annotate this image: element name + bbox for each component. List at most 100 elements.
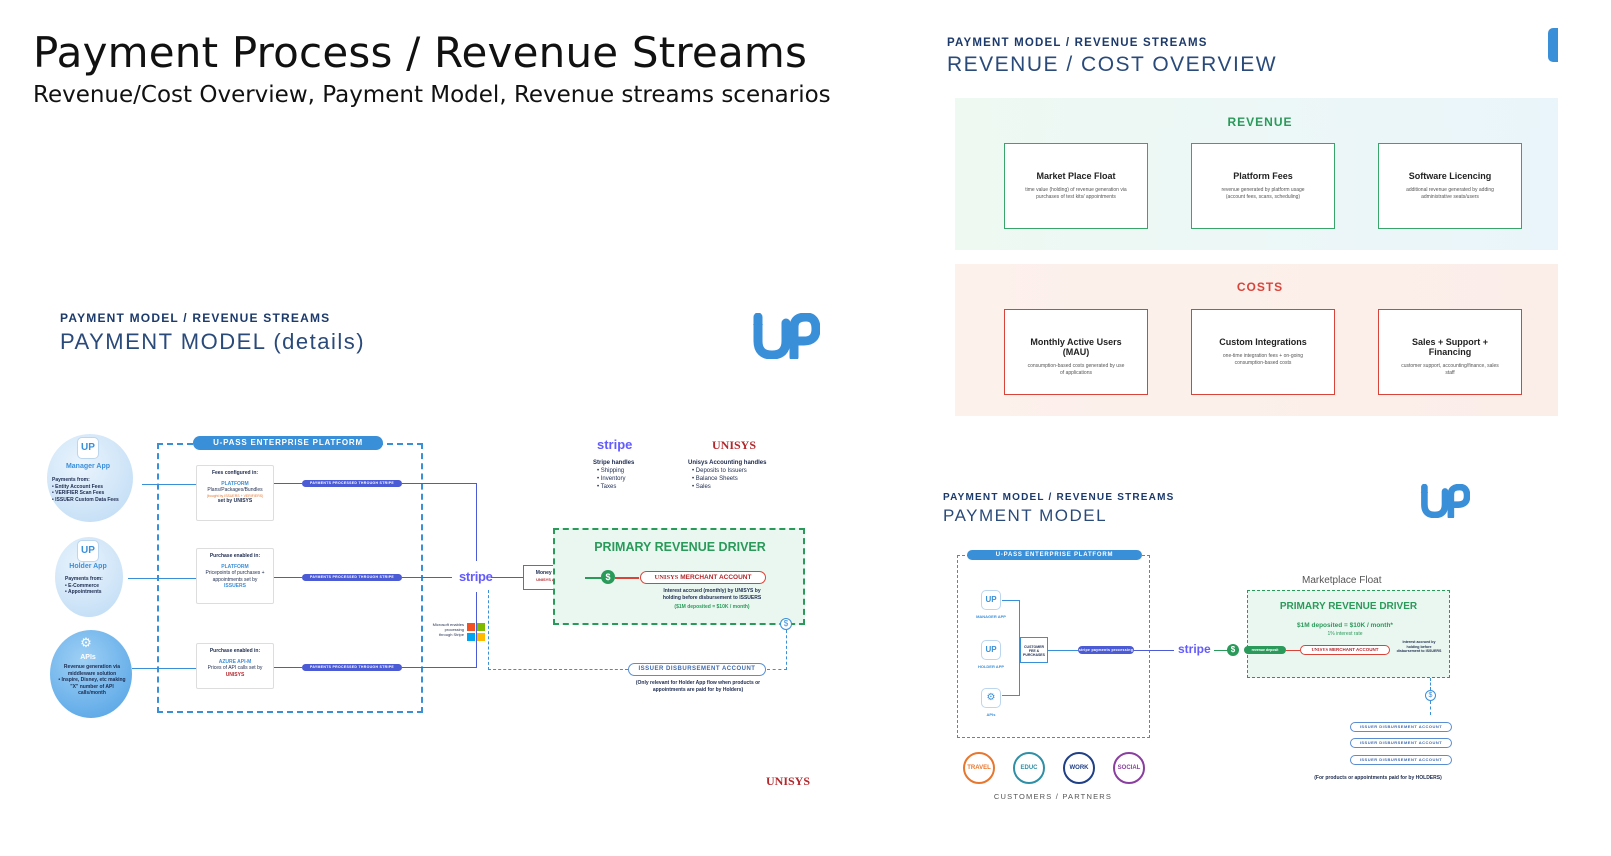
connector-line [1430, 701, 1431, 715]
deposit-note: ($1M deposited = $10K / month) [674, 604, 750, 610]
cost-box-desc: one-time integration fees + on-going con… [1222, 353, 1304, 366]
interest-rate: 1% interest rate [1327, 631, 1363, 637]
issuer-disbursement-account: ISSUER DISBURSEMENT ACCOUNT [1350, 738, 1452, 748]
marketplace-float-label: Marketplace Float [1302, 575, 1382, 586]
payments-bar: PAYMENTS PROCESSED THROUGH STRIPE [302, 574, 402, 581]
cost-box-title: Custom Integrations [1219, 337, 1307, 347]
model-primary-driver-box [1247, 590, 1450, 678]
cost-box-title: Monthly Active Users (MAU) [1030, 337, 1122, 357]
holder-app-name: Holder App [69, 563, 107, 570]
up-app-icon: UP [77, 540, 99, 562]
dollar-icon: $ [780, 618, 792, 630]
connector-line [476, 592, 477, 668]
customers-partners-label: CUSTOMERS / PARTNERS [993, 792, 1113, 801]
stripe-logo: stripe [597, 437, 633, 452]
payments-bar: PAYMENTS PROCESSED THROUGH STRIPE [302, 664, 402, 671]
connector-line [274, 667, 302, 668]
up-logo-icon [753, 313, 820, 359]
segment-social: SOCIAL [1113, 752, 1145, 784]
connector-line [402, 577, 452, 578]
issuer-disbursement-account: ISSUER DISBURSEMENT ACCOUNT [1350, 722, 1452, 732]
cost-box-mau: Monthly Active Users (MAU) consumption-b… [1004, 309, 1148, 395]
revenue-box-title: Software Licencing [1408, 171, 1492, 181]
model-platform-label: U-PASS ENTERPRISE PLATFORM [967, 550, 1142, 560]
model-primary-driver-heading: PRIMARY REVENUE DRIVER [1279, 601, 1418, 612]
model-title: PAYMENT MODEL [943, 506, 1108, 525]
apis-payments: Revenue generation via middleware soluti… [58, 664, 126, 696]
manager-app-label: MANAGER APP [976, 614, 1006, 619]
connector-line [128, 578, 196, 579]
revenue-deposit-pill: revenue deposit [1244, 646, 1286, 654]
merchant-account-pill: UNISYS MERCHANT ACCOUNT [640, 571, 766, 584]
connector-line [402, 483, 476, 484]
overview-eyebrow: PAYMENT MODEL / REVENUE STREAMS [947, 37, 1208, 49]
revenue-box-desc: time value (holding) of revenue generati… [1025, 187, 1127, 200]
manager-app-icon: UP [981, 590, 1001, 610]
stripe-logo: stripe [1178, 642, 1211, 656]
api-gear-icon: ⚙ [80, 635, 92, 650]
microsoft-icon [467, 623, 485, 641]
apis-name: APIs [80, 654, 96, 661]
up-logo-partial-icon [1548, 28, 1558, 62]
connector-line [491, 577, 523, 578]
up-app-icon: UP [77, 437, 99, 459]
apis-label: APIs [986, 712, 996, 717]
stripe-processing-bar: stripe payments processing [1078, 646, 1134, 654]
unisys-logo: UNISYS [766, 774, 811, 788]
costs-heading: COSTS [1236, 280, 1284, 294]
connector-line [786, 630, 787, 670]
primary-driver-heading: PRIMARY REVENUE DRIVER [594, 540, 766, 554]
segment-educ: EDUC [1013, 752, 1045, 784]
page-subtitle: Revenue/Cost Overview, Payment Model, Re… [33, 82, 831, 108]
payments-bar: PAYMENTS PROCESSED THROUGH STRIPE [302, 480, 402, 487]
connector-line [767, 669, 787, 670]
overview-title: REVENUE / COST OVERVIEW [947, 53, 1278, 76]
connector-line [488, 590, 489, 670]
manager-app-name: Manager App [65, 463, 111, 470]
connector-line [585, 577, 603, 579]
cost-box-title: Sales + Support + Financing [1411, 337, 1489, 357]
holder-app-icon: UP [981, 640, 1001, 660]
unisys-handles: Unisys Accounting handles • Deposits to … [688, 460, 767, 491]
revenue-box-software-licencing: Software Licencing additional revenue ge… [1378, 143, 1522, 229]
microsoft-note: Microsoft enables processing through Str… [432, 622, 464, 638]
revenue-box-desc: revenue generated by platform usage (acc… [1221, 187, 1305, 200]
connector-line [1286, 650, 1300, 651]
apis-blob [50, 630, 132, 718]
connector-line [402, 667, 476, 668]
cost-box-custom-integrations: Custom Integrations one-time integration… [1191, 309, 1335, 395]
connector-line [488, 669, 628, 670]
details-title: PAYMENT MODEL (details) [60, 329, 366, 354]
revenue-box-desc: additional revenue generated by adding a… [1406, 187, 1494, 200]
revenue-box-marketplace-float: Market Place Float time value (holding) … [1004, 143, 1148, 229]
connector-line [615, 577, 639, 579]
connector-line [476, 483, 477, 561]
config-box-purchases: Purchase enabled in: PLATFORM Pricepoint… [196, 548, 274, 604]
interest-note: Interest accrued (monthly) by UNISYS by … [662, 588, 762, 601]
issuer-disbursement-account: ISSUER DISBURSEMENT ACCOUNT [1350, 755, 1452, 765]
cost-box-sales-support: Sales + Support + Financing customer sup… [1378, 309, 1522, 395]
connector-line [1430, 678, 1431, 690]
config-box-fees: Fees configured in: PLATFORM Plans/Packa… [196, 465, 274, 521]
up-logo-icon [1420, 484, 1470, 518]
cost-box-desc: customer support, accounting/finance, sa… [1401, 363, 1499, 376]
revenue-box-title: Platform Fees [1233, 171, 1293, 181]
cost-box-desc: consumption-based costs generated by use… [1027, 363, 1125, 376]
stripe-handles: Stripe handles • Shipping • Inventory • … [593, 460, 635, 491]
connector-bracket [1002, 600, 1020, 696]
connector-line [1048, 650, 1078, 651]
dollar-icon: $ [1425, 690, 1436, 701]
revenue-heading: REVENUE [1227, 115, 1293, 129]
platform-label: U-PASS ENTERPRISE PLATFORM [193, 436, 383, 450]
revenue-box-platform-fees: Platform Fees revenue generated by platf… [1191, 143, 1335, 229]
model-merchant-account-pill: UNISYS MERCHANT ACCOUNT [1300, 645, 1390, 655]
unisys-logo: UNISYS [712, 438, 757, 452]
model-issuer-note: (For products or appointments paid for b… [1314, 775, 1442, 781]
segment-travel: TRAVEL [963, 752, 995, 784]
holder-app-label: HOLDER APP [977, 664, 1005, 669]
page-title: Payment Process / Revenue Streams [33, 28, 808, 77]
dollar-icon: $ [1227, 644, 1239, 656]
deposit-line: $1M deposited = $10K / month* [1297, 622, 1393, 629]
issuer-disbursement-account: ISSUER DISBURSEMENT ACCOUNT [628, 663, 766, 676]
manager-app-payments: Payments from: • Entity Account Fees • V… [52, 477, 119, 503]
